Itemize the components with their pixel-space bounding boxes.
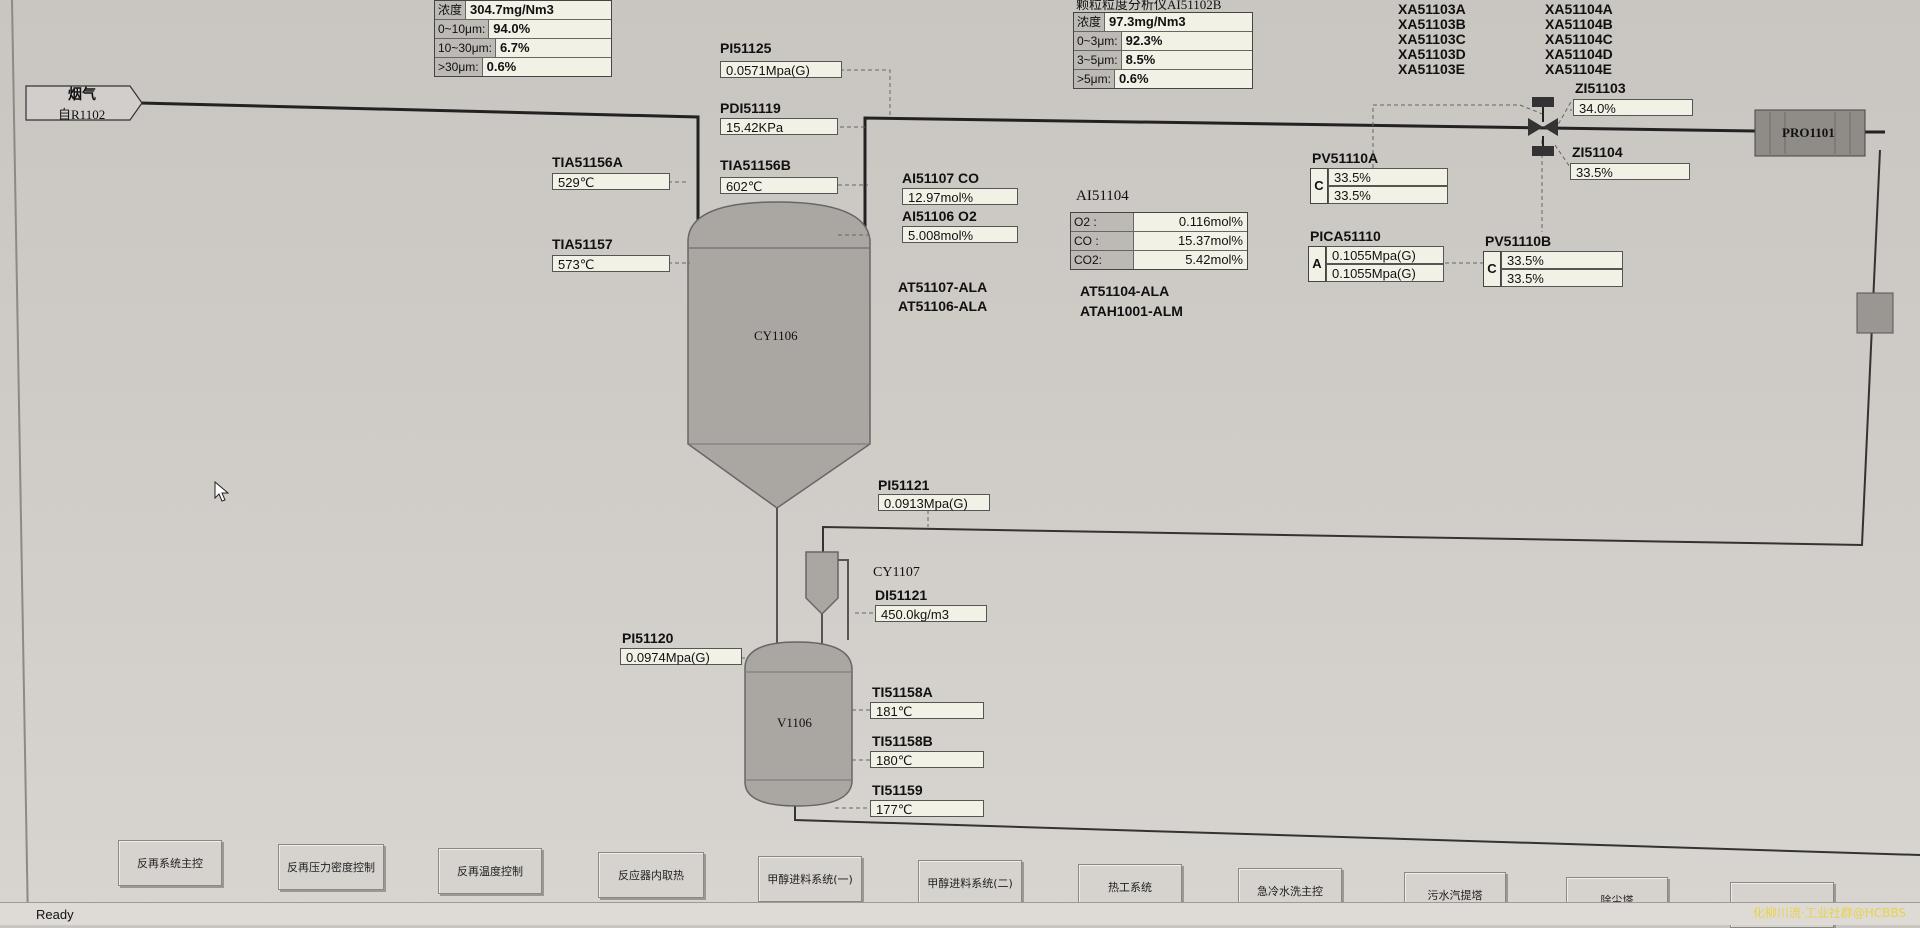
- ti51158a-value[interactable]: 181℃: [870, 702, 984, 719]
- pdi51119-value[interactable]: 15.42KPa: [720, 118, 838, 135]
- pdi51119-tag: PDI51119: [720, 100, 781, 116]
- zi51104-value[interactable]: 33.5%: [1570, 163, 1690, 180]
- ti51159-tag: TI51159: [872, 782, 923, 798]
- pv51110b-tag: PV51110B: [1485, 233, 1552, 249]
- pica51110-mode[interactable]: A: [1308, 246, 1326, 282]
- alarm-atah1001[interactable]: ATAH1001-ALM: [1080, 303, 1183, 319]
- alarm-at51107[interactable]: AT51107-ALA: [898, 279, 988, 295]
- nav-button-temperature[interactable]: 反再温度控制: [438, 848, 542, 894]
- pv51110b-mode[interactable]: C: [1483, 251, 1501, 287]
- pro1101-box: [1754, 109, 1866, 157]
- ai51104-table: O2 :0.116mol% CO :15.37mol% CO2:5.42mol%: [1070, 212, 1248, 270]
- cy1106-vessel: [687, 201, 871, 509]
- flue-outlet-pipe: [863, 116, 1756, 235]
- pv51110b-pv[interactable]: 33.5%: [1501, 269, 1623, 287]
- control-valve-icon: [1528, 97, 1558, 156]
- pi51125-value[interactable]: 0.0571Mpa(G): [720, 61, 842, 78]
- pica51110-tag: PICA51110: [1310, 228, 1381, 244]
- di51121-value[interactable]: 450.0kg/m3: [875, 605, 987, 622]
- pv51110a-sp[interactable]: 33.5%: [1328, 168, 1448, 186]
- ti51158a-tag: TI51158A: [872, 684, 933, 700]
- pica51110-sp[interactable]: 0.1055Mpa(G): [1326, 246, 1444, 264]
- nav-button-methanol-feed-1[interactable]: 甲醇进料系统(一): [758, 856, 862, 902]
- tia51156b-tag: TIA51156B: [720, 157, 791, 173]
- watermark-text: 化柳川流·工业社群@HCBBS: [1752, 906, 1906, 920]
- ti51158b-value[interactable]: 180℃: [870, 751, 984, 768]
- di51121-tag: DI51121: [875, 587, 928, 603]
- screen-edge: [11, 0, 29, 925]
- cy1106-label: CY1106: [754, 328, 798, 343]
- pro1101-label: PRO1101: [1782, 125, 1835, 140]
- zi51103-tag: ZI51103: [1575, 80, 1626, 96]
- alarm-at51106[interactable]: AT51106-ALA: [898, 298, 988, 314]
- ai51106-value[interactable]: 5.008mol%: [902, 226, 1018, 243]
- bottom-pipe: [794, 700, 1920, 856]
- xa51103-list: XA51103A XA51103B XA51103C XA51103D XA51…: [1398, 1, 1466, 77]
- ti51159-value[interactable]: 177℃: [870, 800, 984, 817]
- inlet-label: 烟气: [68, 86, 96, 102]
- tia51156a-value[interactable]: 529℃: [552, 173, 670, 190]
- status-bar: Ready: [0, 902, 1920, 925]
- return-pipe: [822, 149, 1881, 556]
- alarm-at51104[interactable]: AT51104-ALA: [1080, 283, 1170, 299]
- nav-button-internal-heat[interactable]: 反应器内取热: [598, 852, 704, 898]
- pi51121-tag: PI51121: [878, 477, 930, 493]
- nav-button-reactor-main[interactable]: 反再系统主控: [118, 840, 222, 886]
- cy1107-vessel: [805, 551, 839, 616]
- pi51120-tag: PI51120: [622, 630, 674, 646]
- tia51157-tag: TIA51157: [552, 236, 613, 252]
- nav-button-methanol-feed-2[interactable]: 甲醇进料系统(二): [918, 860, 1022, 906]
- pv51110a-pv[interactable]: 33.5%: [1328, 186, 1448, 204]
- ai51106-tag: AI51106 O2: [902, 208, 977, 224]
- ai51107-tag: AI51107 CO: [902, 170, 980, 186]
- pi51121-value[interactable]: 0.0913Mpa(G): [878, 494, 990, 511]
- ti51158b-tag: TI51158B: [872, 733, 933, 749]
- cy1107-label: CY1107: [873, 565, 920, 580]
- pv51110b-sp[interactable]: 33.5%: [1501, 251, 1623, 269]
- pi51125-tag: PI51125: [720, 40, 772, 56]
- return-line-block: [1856, 292, 1894, 334]
- pv51110a-mode[interactable]: C: [1310, 168, 1328, 204]
- pica51110-pv[interactable]: 0.1055Mpa(G): [1326, 264, 1444, 282]
- ai51107-value[interactable]: 12.97mol%: [902, 188, 1018, 205]
- tia51156b-value[interactable]: 602℃: [720, 177, 838, 194]
- tia51156a-tag: TIA51156A: [552, 154, 623, 170]
- flue-inlet-pipe: [139, 101, 700, 235]
- v1106-label: V1106: [777, 715, 812, 730]
- pv51110a-tag: PV51110A: [1312, 150, 1379, 166]
- mouse-cursor-icon: [214, 481, 230, 502]
- zi51104-tag: ZI51104: [1572, 144, 1623, 160]
- v1106-vessel: [744, 641, 853, 807]
- ai51104-title: AI51104: [1076, 188, 1129, 204]
- xa51104-list: XA51104A XA51104B XA51104C XA51104D XA51…: [1545, 1, 1613, 77]
- zi51103-value[interactable]: 34.0%: [1573, 99, 1693, 116]
- dust-outlet-title: 颗粒粒度分析仪AI51102B: [1076, 0, 1222, 12]
- tia51157-value[interactable]: 573℃: [552, 255, 670, 272]
- pi51120-value[interactable]: 0.0974Mpa(G): [620, 648, 742, 665]
- inlet-source: 自R1102: [58, 107, 106, 122]
- nav-button-pressure-density[interactable]: 反再压力密度控制: [278, 844, 384, 890]
- flue-inlet-arrow: [25, 85, 143, 121]
